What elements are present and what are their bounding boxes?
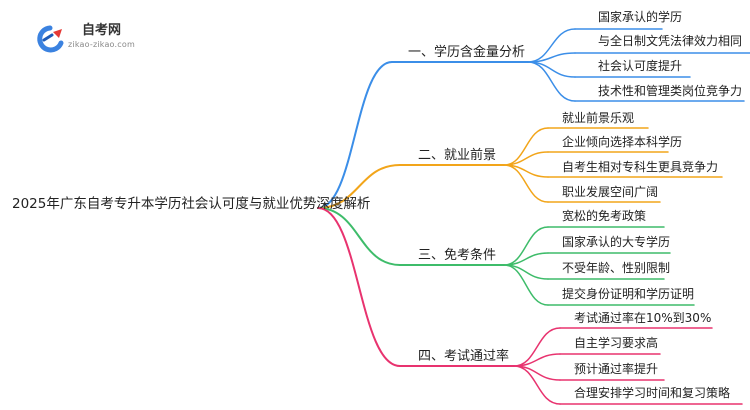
branch-4-leaf-4-connector [513,365,561,405]
branch-2-label: 二、就业前景 [418,148,497,163]
branch-4-trunk [317,207,401,367]
branch-1-leaf-2: 与全日制文凭法律效力相同 [598,34,743,48]
logo-icon [37,25,64,53]
branch-3-leaf-2: 国家承认的大专学历 [562,235,671,249]
branch-1-leaf-1: 国家承认的学历 [598,10,683,24]
branch-3-leaf-3: 不受年龄、性别限制 [562,261,671,275]
branch-1-leaf-3: 社会认可度提升 [598,59,683,73]
branch-4-leaf-4: 合理安排学习时间和复习策略 [574,386,731,400]
branch-3-leaf-4-connector [503,264,549,306]
branch-4-leaf-1: 考试通过率在10%到30% [574,311,712,325]
root-topic: 2025年广东自考专升本学历社会认可度与就业优势深度解析 [12,196,371,212]
logo-title: 自考网 [82,23,122,38]
logo-url: zikao-zikao.com [68,40,135,49]
branch-1-leaf-4-connector [527,61,576,102]
branch-2-leaf-2: 企业倾向选择本科学历 [562,135,683,149]
branch-1-label: 一、学历含金量分析 [408,45,526,60]
branch-2-leaf-4-connector [503,164,549,203]
branch-3-label: 三、免考条件 [418,248,497,263]
branch-1-leaf-4: 技术性和管理类岗位竞争力 [598,84,743,98]
branch-4-leaf-3: 预计通过率提升 [574,362,659,376]
branch-3-trunk [317,207,401,266]
branch-2-leaf-1-connector [503,127,549,166]
branch-4-leaf-2: 自主学习要求高 [574,336,659,350]
branch-3-leaf-4: 提交身份证明和学历证明 [562,287,695,301]
branch-2-leaf-4: 职业发展空间广阔 [562,185,659,199]
branch-2-leaf-3: 自考生相对专科生更具竞争力 [562,160,719,174]
branch-1-trunk [317,61,393,209]
branch-4-label: 四、考试通过率 [418,349,510,364]
branch-1-leaf-3-connector [527,61,576,78]
branch-2-trunk [317,164,401,209]
branch-2-leaf-1: 就业前景乐观 [562,111,635,125]
branch-3-leaf-1: 宽松的免考政策 [562,209,647,223]
